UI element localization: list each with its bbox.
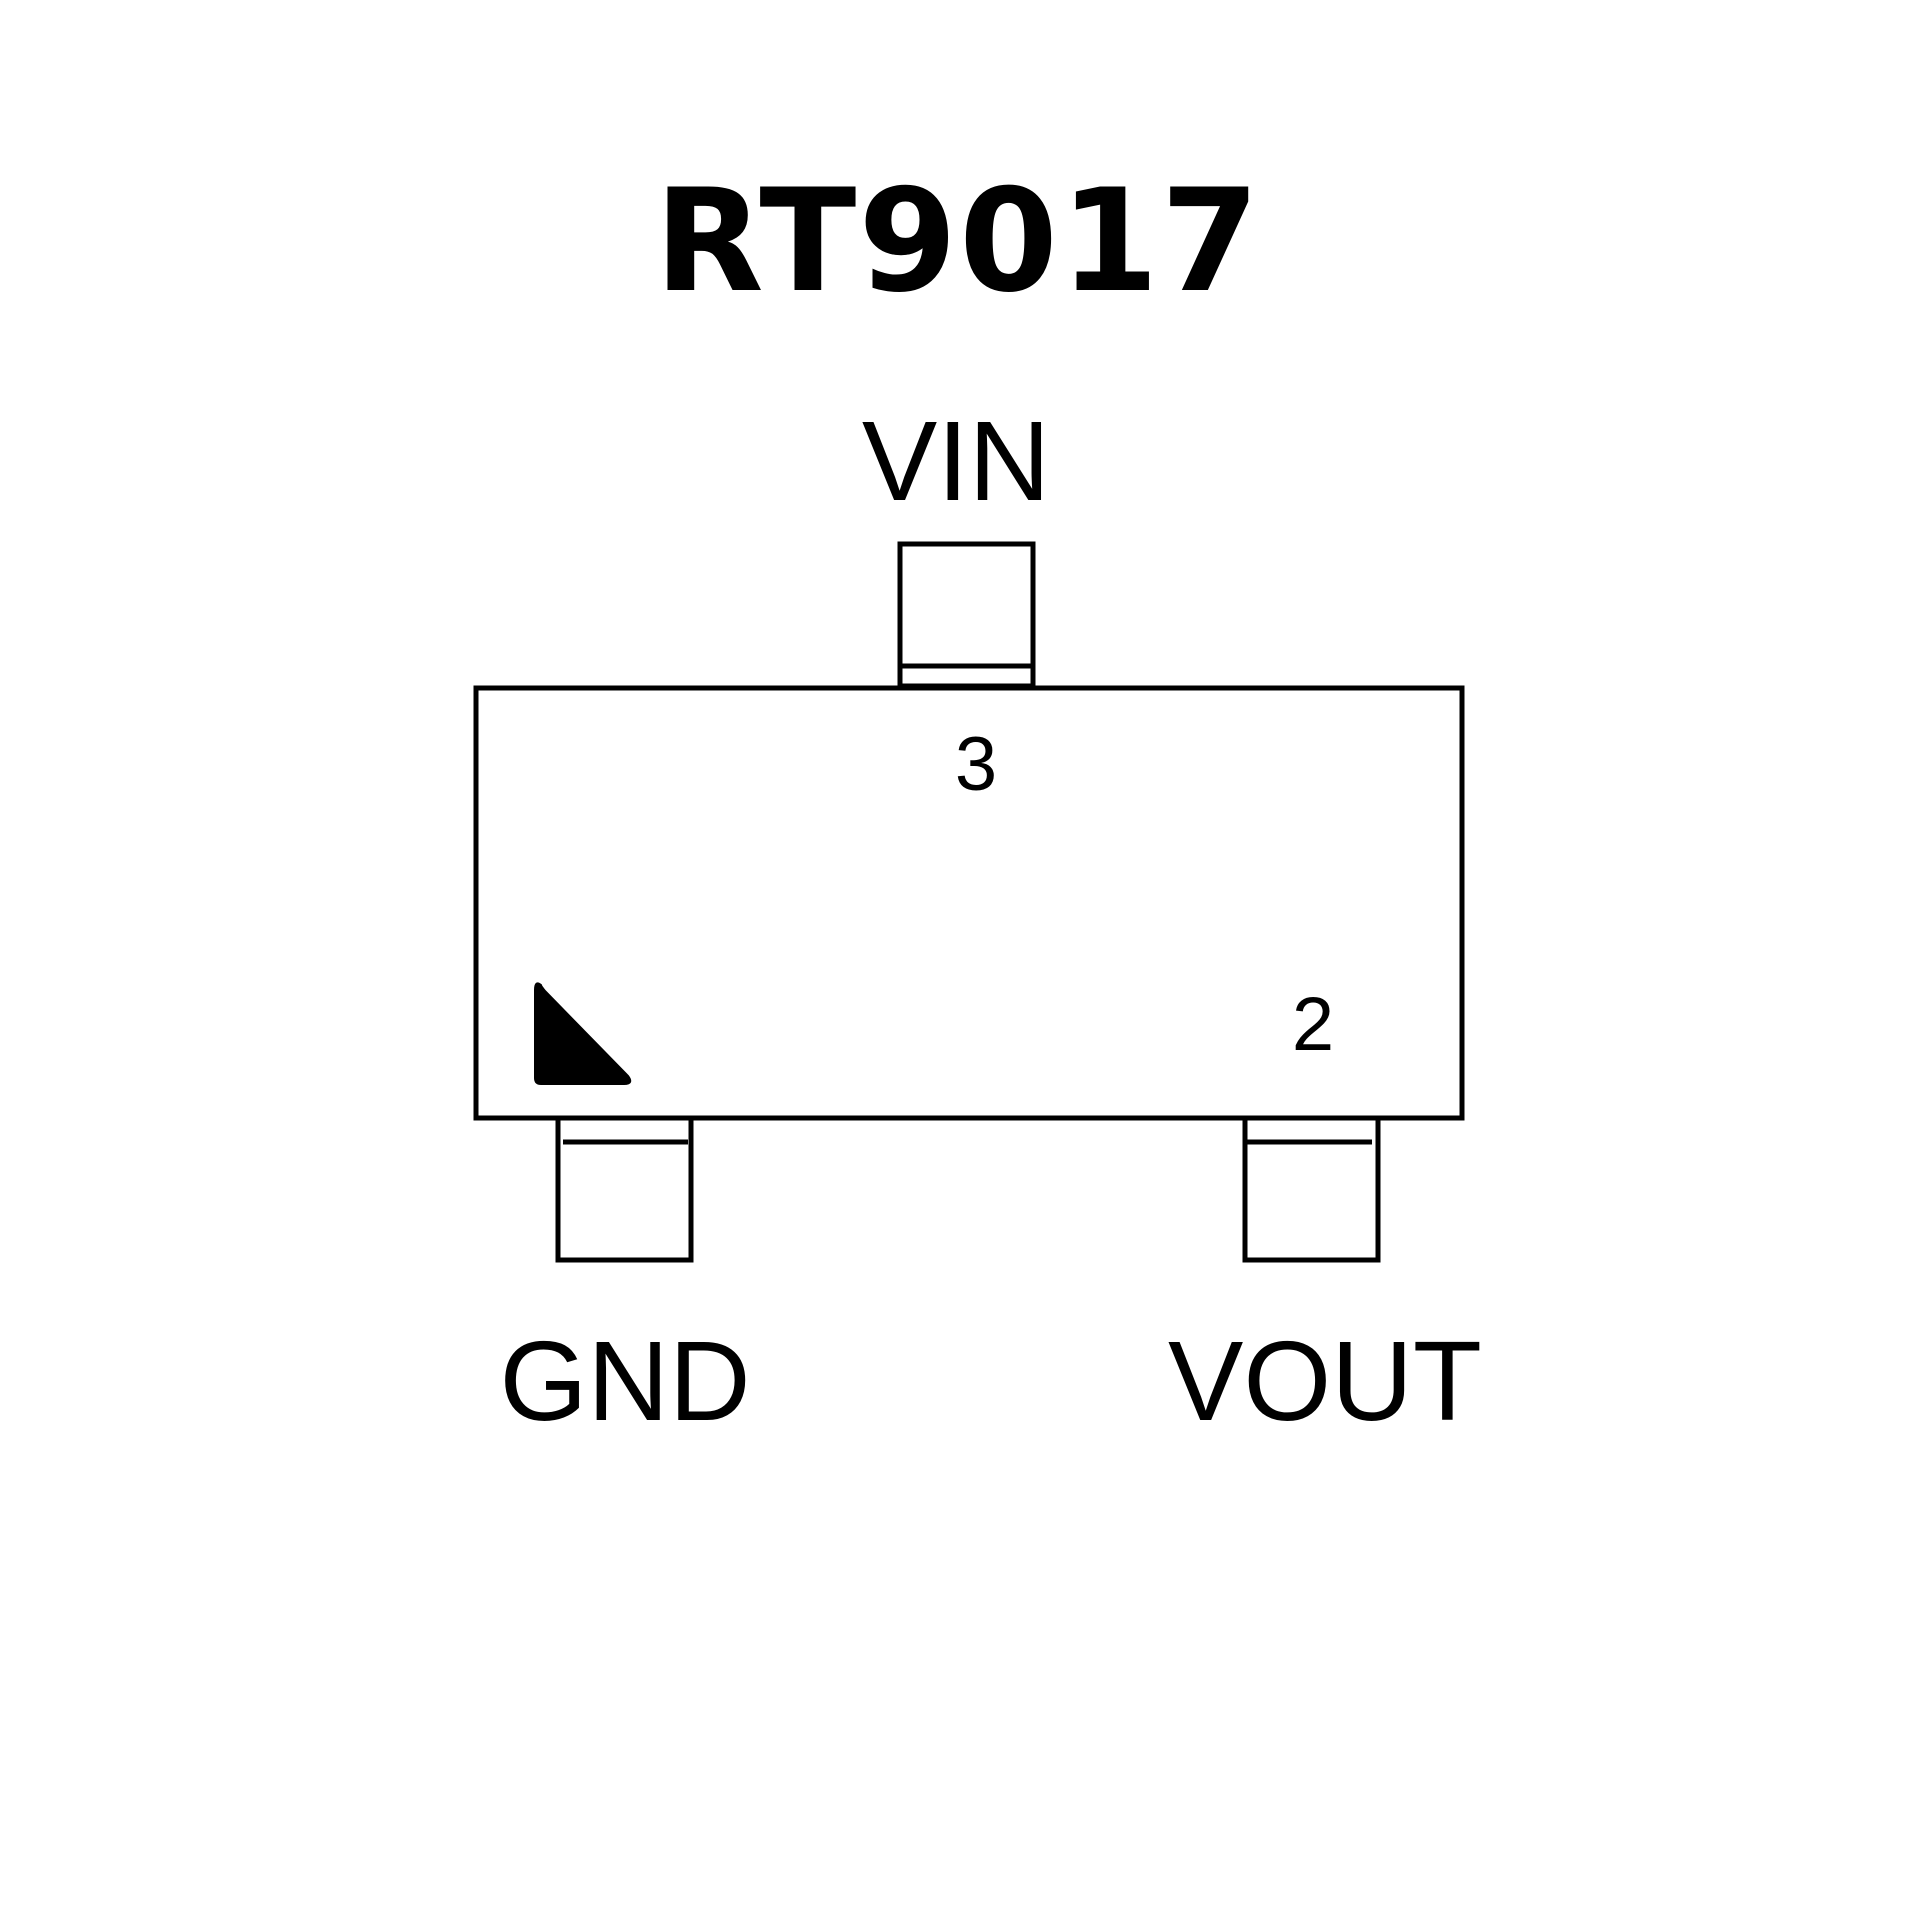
pin-number-3: 3	[955, 722, 997, 807]
pin-label-vout: VOUT	[1168, 1318, 1482, 1444]
pin-label-gnd: GND	[499, 1318, 750, 1444]
pin-1-lead	[555, 1118, 694, 1263]
pin-2-lead	[1242, 1118, 1381, 1263]
pin-1-marker-triangle-icon	[534, 982, 632, 1085]
package-body	[473, 685, 1465, 1121]
chip-title: RT9017	[654, 159, 1261, 324]
pin-number-2: 2	[1292, 982, 1334, 1067]
pin-label-vin: VIN	[862, 398, 1050, 524]
